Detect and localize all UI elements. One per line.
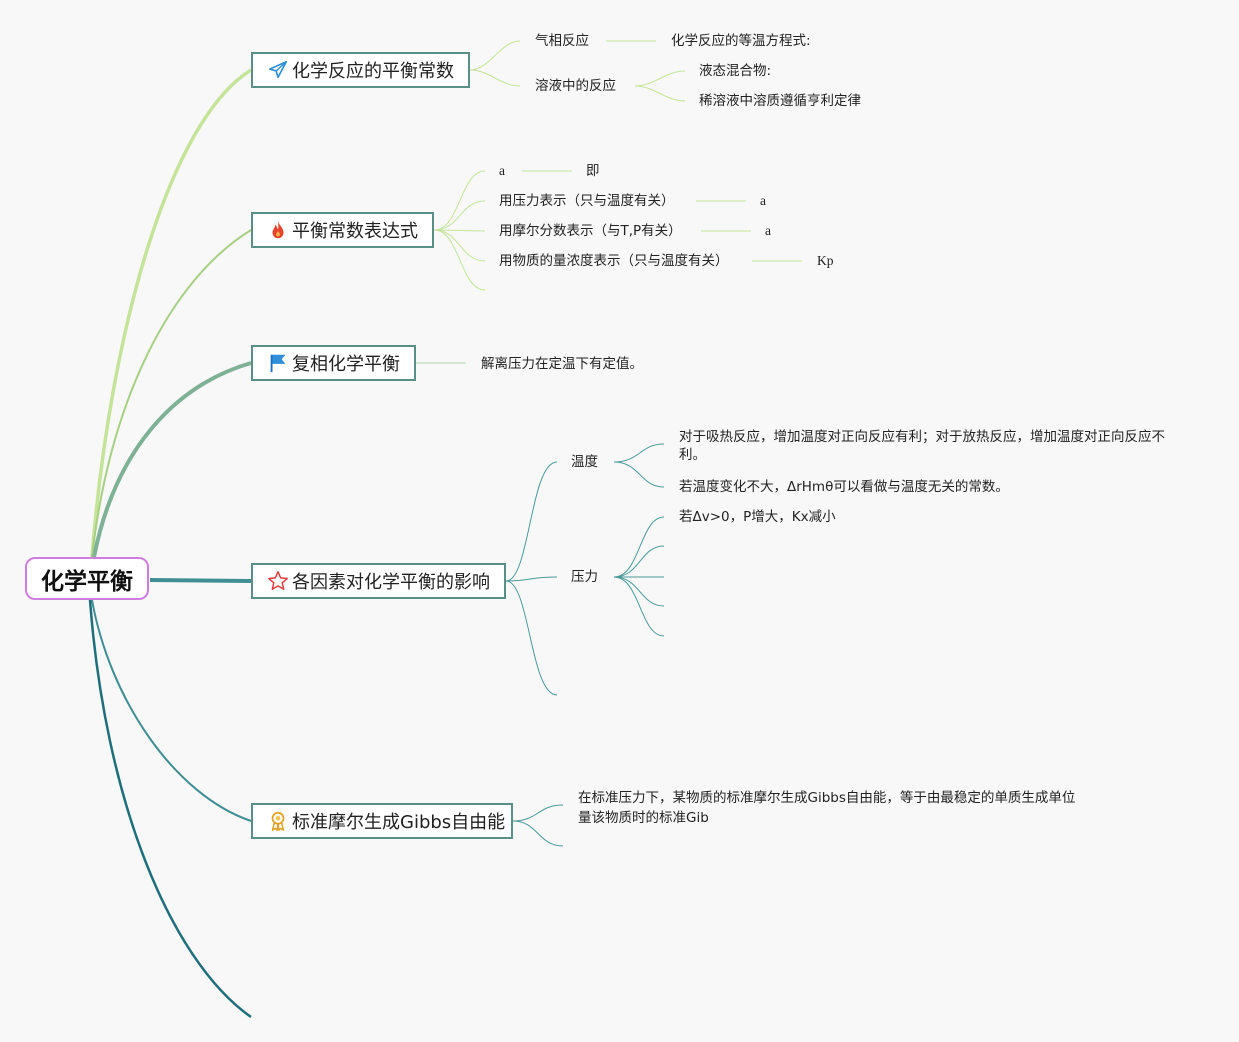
flag-icon <box>267 352 289 374</box>
node-concentration-expression[interactable]: 用物质的量浓度表示（只与温度有关） <box>499 253 729 269</box>
branch-label: 标准摩尔生成Gibbs自由能 <box>292 812 506 833</box>
link-root-branch-3 <box>92 361 252 558</box>
node-namely[interactable]: 即 <box>586 163 600 179</box>
branch-equilibrium-constant[interactable]: 化学反应的平衡常数 <box>251 52 470 88</box>
link-b1-c2-g2 <box>634 85 686 102</box>
link-b2-c4 <box>433 229 486 262</box>
link-b4-c2-g2 <box>613 545 665 578</box>
root-node[interactable]: 化学平衡 <box>25 557 149 600</box>
node-pressure[interactable]: 压力 <box>571 569 598 585</box>
link-b4-c2-g4 <box>613 576 665 607</box>
node-temperature[interactable]: 温度 <box>571 454 598 470</box>
link-b2-c3 <box>433 229 486 232</box>
node-gibbs-definition[interactable]: 在标准压力下，某物质的标准摩尔生成Gibbs自由能，等于由最稳定的单质生成单位量… <box>578 790 1076 826</box>
link-root-branch-6 <box>88 599 252 1019</box>
branch-influencing-factors[interactable]: 各因素对化学平衡的影响 <box>251 563 506 599</box>
branch-label: 化学反应的平衡常数 <box>292 61 454 82</box>
link-b4-c3 <box>505 580 558 696</box>
branch-label: 复相化学平衡 <box>292 354 400 375</box>
node-pressure-expression[interactable]: 用压力表示（只与温度有关） <box>499 193 675 209</box>
link-root-branch-4 <box>149 578 252 583</box>
link-b4-c2 <box>505 576 558 582</box>
link-root-branch-1 <box>90 68 252 558</box>
fire-icon <box>267 219 289 241</box>
link-b4-c1-g2 <box>613 461 665 488</box>
node-pressure-a[interactable]: a <box>760 193 766 208</box>
root-title: 化学平衡 <box>41 568 133 595</box>
link-b2-c5 <box>433 229 486 291</box>
node-gas-phase-reaction[interactable]: 气相反应 <box>535 33 589 49</box>
branch-heterogeneous-equilibrium[interactable]: 复相化学平衡 <box>251 345 416 381</box>
link-b4-c1 <box>505 461 558 582</box>
paper-plane-icon <box>267 59 289 81</box>
node-isothermal-equation[interactable]: 化学反应的等温方程式: <box>671 33 811 49</box>
node-endothermic-rule[interactable]: 对于吸热反应，增加温度对正向反应有利；对于放热反应，增加温度对正向反应不利。 <box>679 429 1165 463</box>
node-mole-fraction-expression[interactable]: 用摩尔分数表示（与T,P有关） <box>499 223 682 239</box>
link-b2-c2 <box>433 200 486 231</box>
node-dissociation-pressure[interactable]: 解离压力在定温下有定值。 <box>481 356 643 372</box>
link-b1-c2 <box>469 69 521 87</box>
link-b2-c1 <box>433 170 486 231</box>
branch-constant-expression[interactable]: 平衡常数表达式 <box>251 212 434 248</box>
link-b5-c2 <box>512 820 564 847</box>
branch-label: 平衡常数表达式 <box>292 221 418 242</box>
node-delta-v-rule[interactable]: 若Δv>0，P增大，Kx减小 <box>679 509 836 525</box>
link-b4-c1-g1 <box>613 443 665 463</box>
branch-gibbs-energy[interactable]: 标准摩尔生成Gibbs自由能 <box>251 803 513 839</box>
star-icon <box>267 570 289 592</box>
node-enthalpy-constant[interactable]: 若温度变化不大，ΔrHmθ可以看做与温度无关的常数。 <box>679 479 1009 495</box>
link-b4-c2-g1 <box>613 516 665 578</box>
node-mole-fraction-a[interactable]: a <box>765 223 771 238</box>
node-kp[interactable]: Kp <box>817 253 834 268</box>
node-activity-a[interactable]: a <box>499 163 505 178</box>
link-root-branch-5 <box>91 599 252 822</box>
link-b1-c2-g1 <box>634 70 686 87</box>
link-b4-c2-g5 <box>613 576 665 637</box>
node-liquid-mixture[interactable]: 液态混合物: <box>699 63 772 79</box>
medal-icon <box>267 810 289 832</box>
link-root-branch-2 <box>91 229 252 558</box>
node-henry-law[interactable]: 稀溶液中溶质遵循亨利定律 <box>699 93 861 109</box>
branch-label: 各因素对化学平衡的影响 <box>292 572 490 593</box>
link-b1-c1 <box>469 40 521 71</box>
node-solution-reaction[interactable]: 溶液中的反应 <box>535 78 616 94</box>
link-b5-c1 <box>512 804 564 822</box>
